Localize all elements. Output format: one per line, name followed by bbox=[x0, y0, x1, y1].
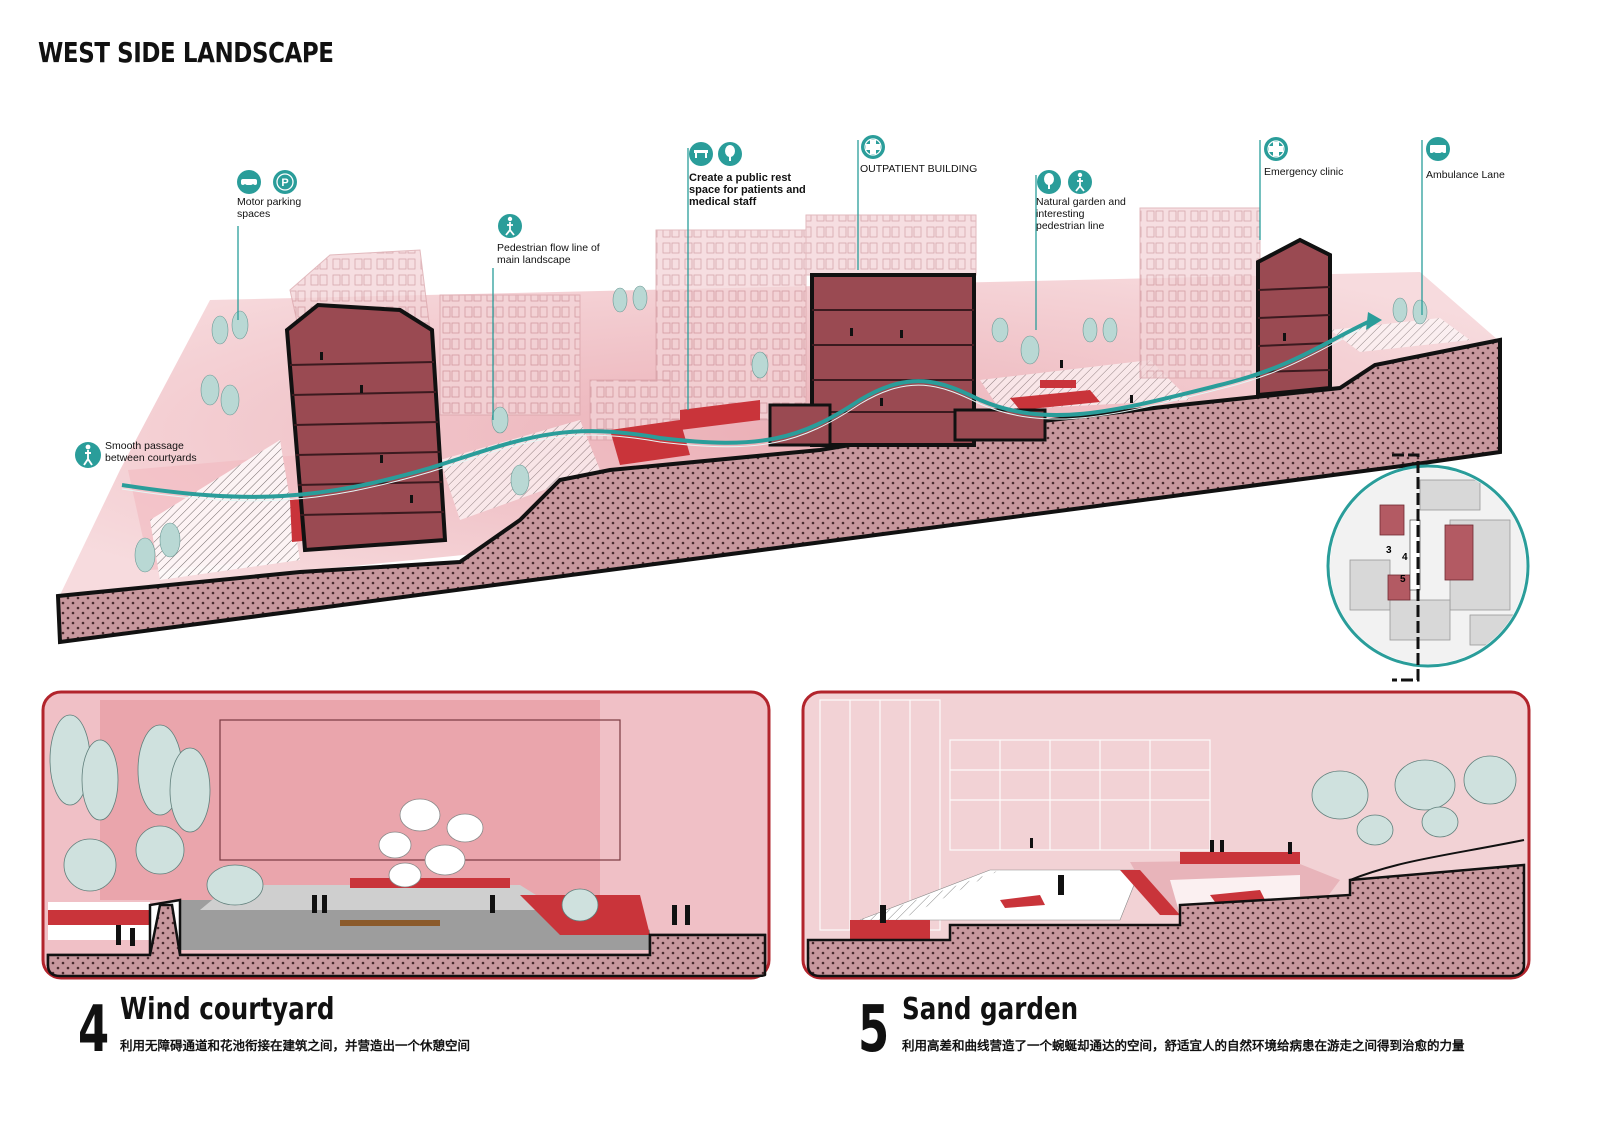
people-silhouettes bbox=[320, 328, 1286, 503]
panel-4-title: Wind courtyard bbox=[120, 992, 335, 1027]
car-icon bbox=[237, 170, 261, 194]
callout-icon-group: P bbox=[75, 135, 1450, 468]
pedestrian-icon bbox=[498, 214, 522, 238]
panel-wind-courtyard bbox=[41, 690, 771, 980]
callout-emergency-clinic: Emergency clinic bbox=[1264, 166, 1344, 178]
svg-text:P: P bbox=[281, 177, 288, 189]
panel-5-number: 5 bbox=[858, 993, 890, 1067]
tree-icon bbox=[718, 142, 742, 166]
keymap-label-3: 3 bbox=[1386, 545, 1392, 556]
callout-public-rest-space: Create a public rest space for patients … bbox=[689, 172, 806, 208]
medical-cross-icon bbox=[1264, 137, 1288, 161]
hatched-walkway bbox=[150, 440, 300, 580]
callout-natural-garden: Natural garden and interesting pedestria… bbox=[1036, 196, 1126, 232]
callout-pedestrian-flow: Pedestrian flow line of main landscape bbox=[497, 242, 600, 266]
callout-ambulance-lane: Ambulance Lane bbox=[1426, 169, 1505, 181]
medical-cross-icon bbox=[861, 135, 885, 159]
callout-motor-parking: Motor parking spaces bbox=[237, 196, 302, 220]
pedestrian-icon bbox=[1068, 170, 1092, 194]
callout-smooth-passage: Smooth passage between courtyards bbox=[105, 440, 197, 464]
keymap-label-4: 4 bbox=[1402, 552, 1408, 563]
panel-sand-garden bbox=[801, 690, 1531, 980]
section-building-left bbox=[284, 302, 448, 553]
panel-5-description: 利用高差和曲线营造了一个蜿蜒却通达的空间，舒适宜人的自然环境给病患在游走之间得到… bbox=[902, 1038, 1465, 1053]
callout-outpatient-building: OUTPATIENT BUILDING bbox=[860, 163, 978, 175]
bench-icon bbox=[689, 142, 713, 166]
panel-4-number: 4 bbox=[78, 993, 110, 1067]
callout-leaders bbox=[237, 140, 1423, 420]
key-map: 3 4 5 bbox=[1326, 453, 1530, 682]
parking-icon: P bbox=[273, 170, 297, 194]
ambulance-icon bbox=[1426, 137, 1450, 161]
pedestrian-icon bbox=[75, 442, 101, 468]
tree-icon bbox=[1037, 170, 1061, 194]
panel-5-title: Sand garden bbox=[902, 992, 1079, 1027]
page-title: WEST SIDE LANDSCAPE bbox=[38, 36, 334, 69]
pedestrian-flow-line bbox=[121, 320, 1369, 499]
tree-clusters bbox=[134, 285, 1428, 573]
keymap-label-5: 5 bbox=[1400, 574, 1406, 585]
panel-4-description: 利用无障碍通道和花池衔接在建筑之间，并营造出一个休憩空间 bbox=[120, 1038, 471, 1053]
